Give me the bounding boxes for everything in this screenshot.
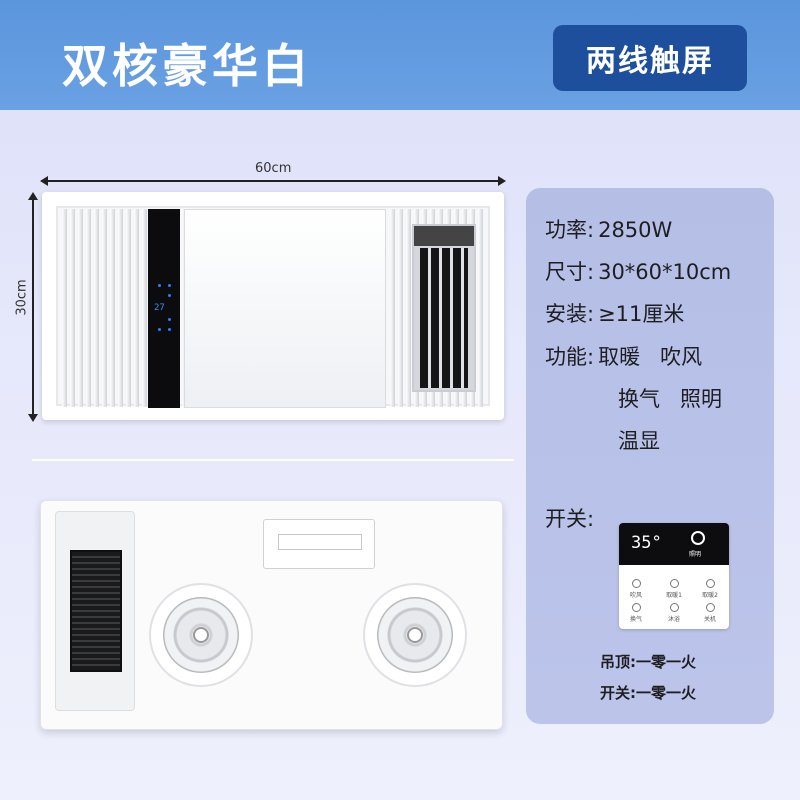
light-label: 照明 xyxy=(689,551,702,558)
exhaust-vent xyxy=(412,224,476,392)
fan-button: 吹风 xyxy=(625,579,647,599)
fan-right xyxy=(363,583,467,687)
temperature-display: 27 xyxy=(154,303,165,313)
power-icon xyxy=(705,603,715,612)
led-indicator-icon xyxy=(154,280,174,350)
spec-install: 安装:≥11厘米 xyxy=(545,298,684,328)
header-banner: 双核豪华白 两线触屏 xyxy=(0,0,800,110)
heat-2-button: 取暖2 xyxy=(699,579,721,599)
display-strip xyxy=(148,209,180,408)
spec-size-value: 30*60*10cm xyxy=(598,260,732,284)
spec-function-key: 功能: xyxy=(545,345,595,369)
width-dimension-line xyxy=(40,176,506,186)
spec-function: 功能:取暖 吹风 xyxy=(545,341,702,371)
spec-function-line1: 取暖 吹风 xyxy=(598,345,703,369)
spec-size-key: 尺寸: xyxy=(545,260,595,284)
fan-hub xyxy=(193,627,209,643)
spec-function-line2: 换气 照明 xyxy=(618,387,723,411)
control-box xyxy=(263,519,375,569)
fan-left xyxy=(149,583,253,687)
vent-bars xyxy=(420,248,468,388)
bath-icon xyxy=(669,603,679,612)
vent-cap xyxy=(414,226,474,246)
vent-icon xyxy=(631,603,641,612)
switch-screen: 35° 照明 xyxy=(619,523,729,565)
light-bulb-icon xyxy=(691,531,705,545)
touch-screen-badge: 两线触屏 xyxy=(553,25,747,91)
touch-switch-panel: 35° 照明 吹风 取暖1 取暖2 换气 沐浴 关机 xyxy=(619,523,729,629)
spec-power-key: 功率: xyxy=(545,218,595,242)
power-button: 关机 xyxy=(699,603,721,623)
spec-card xyxy=(526,188,774,724)
heat-1-icon xyxy=(669,579,679,588)
width-dimension-label: 60cm xyxy=(255,161,292,176)
height-dimension-line xyxy=(28,192,38,422)
switch-temperature: 35° xyxy=(631,533,662,553)
fan-icon xyxy=(631,579,641,588)
control-box-label xyxy=(278,534,362,550)
switch-label: 开关: xyxy=(545,507,595,531)
heat-2-icon xyxy=(705,579,715,588)
height-dimension-label: 30cm xyxy=(14,279,30,316)
spec-install-key: 安装: xyxy=(545,302,595,326)
spec-power-value: 2850W xyxy=(598,218,673,242)
product-back-view xyxy=(40,500,503,730)
product-title: 双核豪华白 xyxy=(62,39,312,93)
spec-size: 尺寸:30*60*10cm xyxy=(545,256,731,286)
switch-wiring-text: 开关:一零一火 xyxy=(600,684,696,702)
heater-coil xyxy=(70,550,122,672)
spec-install-value: ≥11厘米 xyxy=(598,302,685,326)
lighting-panel xyxy=(184,209,386,408)
ceiling-wiring-text: 吊顶:一零一火 xyxy=(600,653,696,671)
vent-button: 换气 xyxy=(625,603,647,623)
bath-button: 沐浴 xyxy=(663,603,685,623)
ptc-heater-module xyxy=(55,511,135,711)
spec-function-line3: 温显 xyxy=(618,429,660,453)
section-divider xyxy=(32,459,514,461)
heat-1-button: 取暖1 xyxy=(663,579,685,599)
fan-hub xyxy=(407,627,423,643)
spec-power: 功率:2850W xyxy=(545,214,672,244)
